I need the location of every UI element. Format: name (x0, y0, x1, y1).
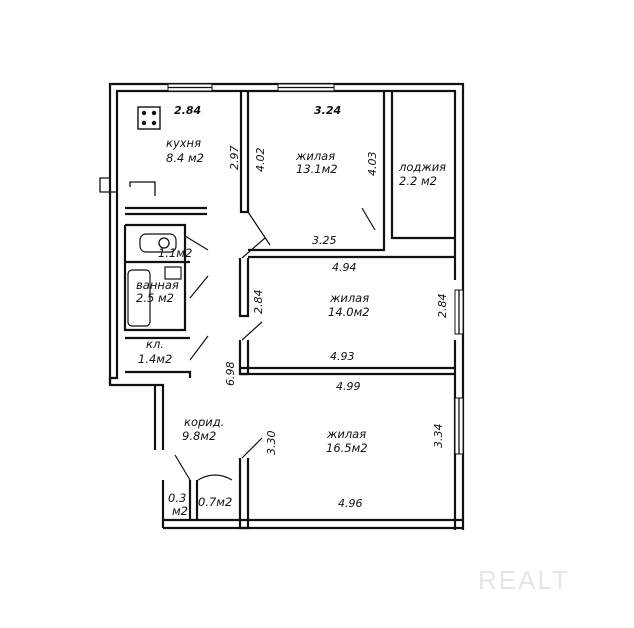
living1-name: жилая (295, 149, 335, 163)
fixtures (127, 106, 182, 327)
dim-living3-bottom: 4.96 (338, 497, 363, 510)
dim-living3-left: 3.30 (265, 431, 278, 456)
living1-area: 13.1м2 (296, 162, 338, 176)
dim-corridor-length: 6.98 (224, 362, 237, 387)
kitchen-name: кухня (166, 136, 201, 150)
living2-area: 14.0м2 (328, 305, 370, 319)
bathtub-icon (127, 269, 151, 327)
stove-icon (137, 106, 161, 130)
washbasin-icon (164, 266, 182, 280)
bathroom-name: ванная (136, 278, 179, 292)
wc-area: 1.1м2 (158, 246, 192, 260)
dim-living2-left: 2.84 (252, 290, 265, 315)
dim-kitchen-height: 2.97 (228, 146, 241, 171)
loggia-area: 2.2 м2 (399, 174, 437, 188)
doors (174, 207, 376, 481)
living3-area: 16.5м2 (326, 441, 368, 455)
watermark: REALT (478, 565, 570, 595)
loggia-name: лоджия (398, 160, 446, 174)
dim-living3-right: 3.34 (432, 424, 445, 449)
corridor-area: 9.8м2 (182, 429, 216, 443)
closet2-area: 0.7м2 (198, 495, 232, 509)
living3-name: жилая (326, 427, 366, 441)
dim-living3-top: 4.99 (336, 380, 361, 393)
sink-icon (129, 181, 156, 196)
dim-living2-bottom: 4.93 (330, 350, 355, 363)
dimension-labels: 2.84 2.97 3.24 4.02 4.03 3.25 4.94 2.84 … (174, 104, 449, 510)
closet-small-line1: 0.3 (168, 491, 186, 505)
dim-living1-right: 4.03 (366, 152, 379, 177)
dim-living1-top: 3.24 (314, 104, 341, 117)
dim-living2-right: 2.84 (436, 294, 449, 319)
dim-living1-bottom: 3.25 (312, 234, 337, 247)
storage-area: 1.4м2 (138, 352, 172, 366)
dim-living1-left: 4.02 (254, 148, 267, 173)
bathroom-area: 2.5 м2 (136, 291, 174, 305)
dim-living2-top: 4.94 (332, 261, 357, 274)
windows (167, 83, 464, 455)
outer-walls (99, 82, 465, 530)
kitchen-area: 8.4 м2 (166, 151, 204, 165)
dim-kitchen-width: 2.84 (174, 104, 201, 117)
living2-name: жилая (329, 291, 369, 305)
corridor-name: корид. (184, 415, 224, 429)
interior-walls (123, 91, 455, 530)
closet-small-line2: м2 (172, 504, 188, 518)
storage-name: кл. (146, 337, 164, 351)
room-labels: кухня 8.4 м2 жилая 13.1м2 лоджия 2.2 м2 … (136, 136, 446, 518)
